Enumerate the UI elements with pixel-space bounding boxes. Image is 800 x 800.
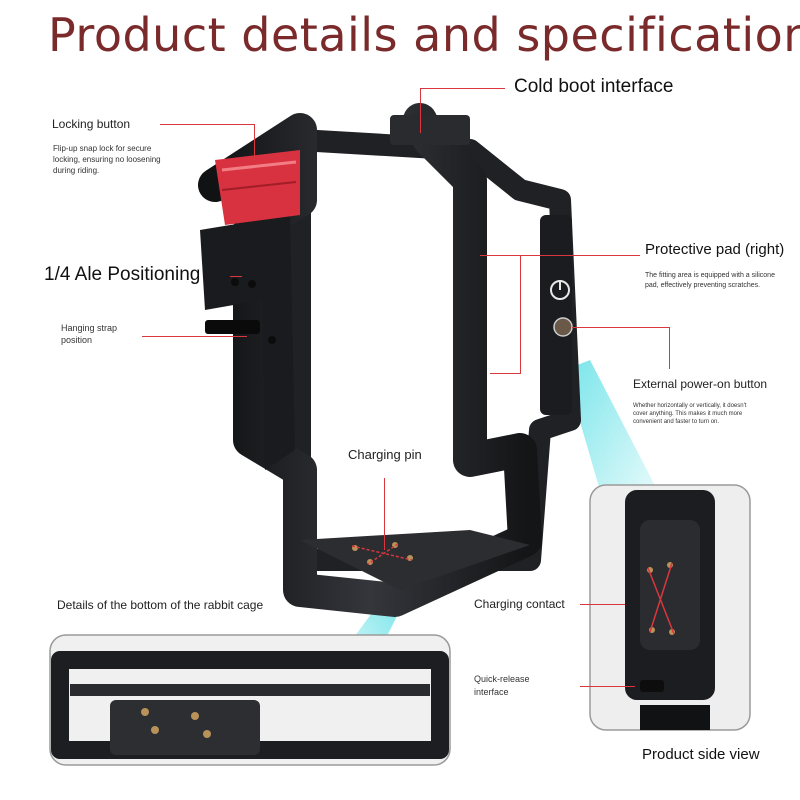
power-button — [553, 317, 573, 337]
leader-power-h — [572, 327, 670, 328]
cage-left-plate — [200, 215, 295, 470]
desc-protective-pad: The fitting area is equipped with a sili… — [645, 272, 775, 289]
hanging-strap-slot — [205, 320, 260, 334]
cold-boot-mount — [390, 115, 470, 145]
desc-external-power: Whether horizontally or vertically, it d… — [633, 403, 747, 425]
cage-right-panel — [540, 215, 572, 415]
leader-power-v — [669, 327, 670, 369]
leader-protective-b — [490, 373, 521, 374]
label-bottom-details: Details of the bottom of the rabbit cage — [57, 598, 264, 612]
beam-to-side-view — [565, 360, 665, 525]
leader-quick-release — [580, 686, 635, 687]
label-side-view: Product side view — [642, 746, 760, 763]
label-quarter-positioning: 1/4 Ale Positioning — [44, 264, 201, 285]
leader-protective — [480, 255, 640, 256]
leader-locking-v — [254, 124, 255, 162]
leader-quarter — [230, 276, 242, 277]
label-external-power: External power-on button — [633, 377, 768, 391]
bottom-view-inset — [49, 634, 451, 766]
label-cold-boot: Cold boot interface — [514, 76, 674, 97]
label-charging-pin: Charging pin — [348, 447, 422, 462]
desc-locking-button: Flip-up snap lock for secure locking, en… — [53, 144, 161, 175]
leader-cold-boot-v — [420, 88, 421, 133]
quarter-mount-holes — [231, 278, 276, 344]
label-locking-button: Locking button — [52, 117, 131, 131]
label-protective-pad: Protective pad (right) — [645, 241, 785, 258]
leader-protective-v — [520, 255, 521, 373]
leader-locking-h — [160, 124, 255, 125]
label-charging-contact: Charging contact — [474, 597, 565, 611]
label-quick-release: Quick-release interface — [474, 674, 530, 697]
leader-charging-pin — [384, 478, 385, 550]
leader-cold-boot-h — [420, 88, 505, 89]
cage-bottom-plate — [300, 530, 530, 590]
label-hanging-strap: Hanging strap position — [61, 323, 118, 345]
leader-hanging — [142, 336, 247, 337]
locking-button-shape — [215, 150, 300, 225]
page-title: Product details and specifications — [48, 8, 800, 62]
side-view-inset — [589, 484, 751, 731]
leader-charging-contact — [580, 604, 625, 605]
power-icon — [550, 280, 570, 300]
